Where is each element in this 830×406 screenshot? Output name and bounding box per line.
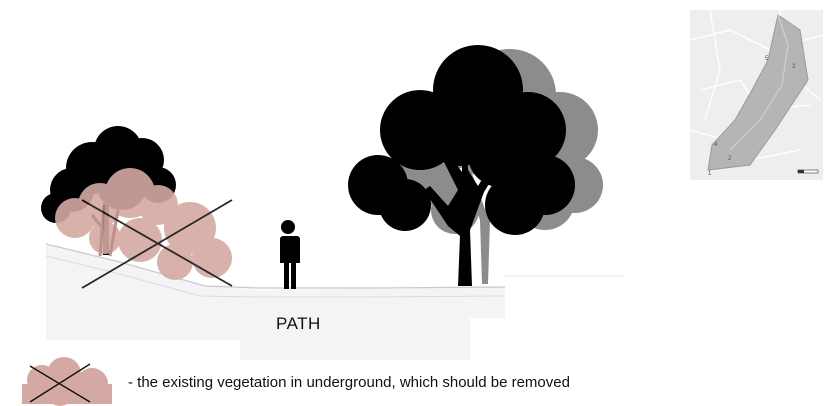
path-label: PATH: [276, 314, 321, 334]
map-scale-bar: [798, 170, 818, 173]
ground-section: [46, 244, 625, 360]
person-figure: [279, 220, 300, 289]
legend-description: - the existing vegetation in underground…: [128, 374, 570, 391]
legend-vegetation-swatch: [22, 357, 112, 406]
site-map-inset: 5 3 4 2 1: [690, 10, 823, 180]
